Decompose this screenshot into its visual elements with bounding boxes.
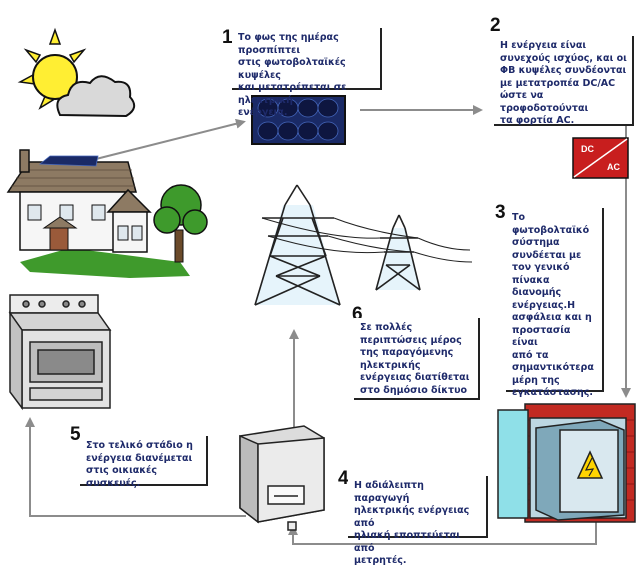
sun-cloud-icon — [17, 27, 136, 118]
step-6-number: 6 — [352, 304, 363, 325]
inverter-ac-label: AC — [607, 162, 620, 172]
step-1-text: Το φως της ημέρας προσπίπτει στις φωτοβο… — [232, 28, 382, 118]
house-icon — [6, 149, 190, 278]
step-6-text: Σε πολλές περιπτώσεις μέρος της παραγόμε… — [354, 318, 480, 400]
solar-panel-icon — [251, 95, 346, 145]
stove-icon — [8, 294, 112, 411]
step-3-number: 3 — [495, 202, 506, 223]
step-1-number: 1 — [222, 27, 233, 48]
electric-meter-icon — [239, 425, 325, 531]
dc-ac-inverter-icon — [572, 137, 629, 179]
step-4-text: Η αδιάλειπτη παραγωγή ηλεκτρικής ενέργει… — [348, 476, 488, 566]
pv-system-diagram — [6, 27, 636, 545]
tree-icon — [153, 184, 208, 263]
step-2-text: Η ενέργεια είναι συνεχούς ισχύος, και οι… — [494, 36, 634, 126]
step-3-text: Το φωτοβολταϊκό σύστημα συνδέεται με τον… — [506, 208, 604, 398]
step-5-text: Στο τελικό στάδιο η ενέργεια διανέμεται … — [80, 436, 208, 489]
step-5-number: 5 — [70, 424, 81, 445]
step-4-number: 4 — [338, 468, 349, 489]
inverter-dc-label: DC — [581, 144, 594, 154]
step-2-number: 2 — [490, 15, 501, 36]
distribution-panel-icon — [497, 403, 636, 523]
power-tower-icon — [254, 184, 473, 306]
